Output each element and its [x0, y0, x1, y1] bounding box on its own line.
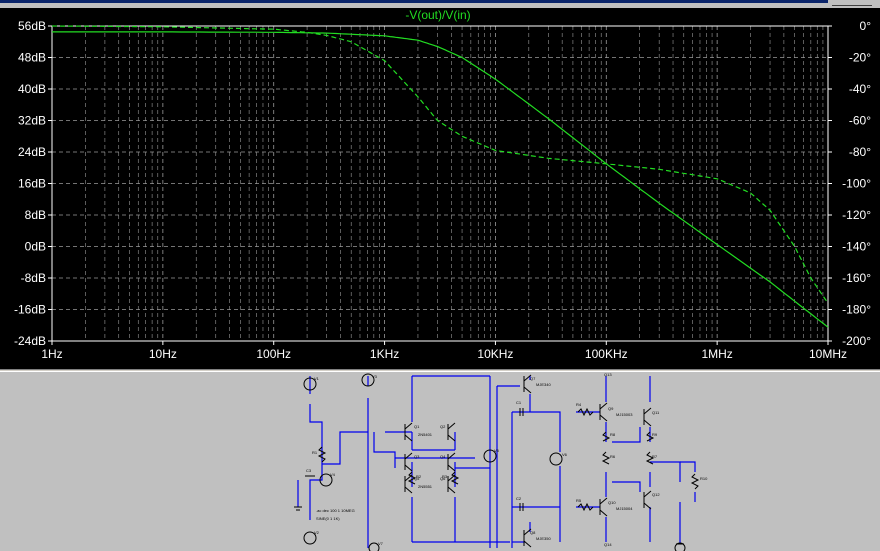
schematic-label: R8 — [610, 432, 616, 437]
y-right-tick-label: -20° — [849, 51, 871, 65]
schematic-label: Q12 — [652, 492, 660, 497]
schematic-label: MJE340 — [536, 382, 551, 387]
schematic-label: Q8 — [530, 530, 536, 535]
schematic-label: R9 — [652, 432, 658, 437]
schematic-canvas[interactable]: V1V2V3V4V5V6V7Q1Q2Q3Q4Q5Q6Q7Q8Q9Q10Q11Q1… — [0, 372, 880, 551]
window-controls-fragment[interactable] — [832, 0, 872, 6]
y-right-tick-label: 0° — [860, 19, 872, 33]
schematic-label: Q4 — [440, 454, 446, 459]
y-left-tick-label: 48dB — [18, 51, 46, 65]
schematic-label: Q1 — [414, 424, 420, 429]
schematic-label: V6 — [562, 452, 568, 457]
schematic-label: V5 — [494, 448, 500, 453]
schematic-label: .ac dec 100 1 10MEG — [316, 508, 355, 513]
plot-traces — [51, 25, 829, 328]
x-tick-label: 1MHz — [701, 347, 732, 361]
schematic-label: C3 — [306, 468, 312, 473]
schematic-components — [294, 373, 700, 551]
schematic-label: SINE(0 1 1K) — [316, 516, 340, 521]
x-tick-label: 1KHz — [370, 347, 399, 361]
x-tick-label: 10KHz — [477, 347, 513, 361]
schematic-label: 2N5551 — [418, 484, 433, 489]
schematic-label: C2 — [516, 496, 522, 501]
y-right-axis-ticks: 0° -20° -40° -60° -80° -100° -120° -140° -160° -1… — [828, 19, 871, 348]
title-bar-fragment — [0, 0, 828, 3]
y-right-tick-label: -100° — [842, 177, 871, 191]
x-axis-ticks: 1Hz 10Hz 100Hz 1KHz 10KHz 100KHz 1MHz 10MHz — [41, 341, 847, 361]
schematic-label: R1 — [312, 450, 318, 455]
y-left-tick-label: -16dB — [14, 303, 46, 317]
y-left-tick-label: -24dB — [14, 334, 46, 348]
y-left-tick-label: 24dB — [18, 145, 46, 159]
y-right-tick-label: -200° — [842, 334, 871, 348]
schematic-label: Q11 — [652, 410, 660, 415]
bode-plot[interactable]: -V(out)/V(in) 1Hz 10Hz 100Hz 1KHz 10KHz 100KH… — [0, 8, 880, 369]
schematic-label: Q13 — [604, 372, 612, 377]
schematic-label: MJE350 — [536, 536, 551, 541]
schematic-wires — [297, 375, 696, 548]
schematic-label: R3 — [442, 474, 448, 479]
schematic-label: R10 — [700, 476, 708, 481]
y-left-tick-label: 0dB — [25, 240, 46, 254]
y-right-tick-label: -60° — [849, 114, 871, 128]
schematic-label: MJ15003 — [616, 412, 633, 417]
schematic-label: V7 — [378, 541, 384, 546]
schematic-label: V1 — [314, 376, 320, 381]
y-left-tick-label: 56dB — [18, 19, 46, 33]
x-tick-label: 1Hz — [41, 347, 62, 361]
y-right-tick-label: -40° — [849, 82, 871, 96]
schematic-label: MJ15004 — [616, 506, 633, 511]
plot-background — [0, 8, 880, 369]
schematic-label: V4 — [330, 472, 336, 477]
y-right-tick-label: -120° — [842, 208, 871, 222]
y-left-tick-label: 8dB — [25, 208, 46, 222]
y-right-tick-label: -80° — [849, 145, 871, 159]
schematic-label: 2N5401 — [418, 432, 433, 437]
schematic-label: Q14 — [604, 542, 612, 547]
schematic-label: Q6 — [440, 476, 446, 481]
schematic-label: R4 — [576, 402, 582, 407]
y-left-axis-ticks: 56dB 48dB 40dB 32dB 24dB 16dB 8dB 0dB -8dB -16dB -… — [14, 19, 52, 348]
waveform-viewer[interactable]: -V(out)/V(in) 1Hz 10Hz 100Hz 1KHz 10KHz 100KH… — [0, 8, 880, 369]
schematic-label: Q9 — [608, 406, 614, 411]
window-title-strip — [0, 0, 880, 8]
pane-divider[interactable] — [0, 369, 880, 372]
schematic-label: R7 — [652, 454, 658, 459]
phase-trace[interactable] — [51, 25, 829, 304]
schematic-label: Q10 — [608, 500, 616, 505]
y-right-tick-label: -140° — [842, 240, 871, 254]
schematic-label: Q2 — [440, 424, 446, 429]
x-tick-label: 10MHz — [809, 347, 847, 361]
schematic-label: Q5 — [414, 476, 420, 481]
magnitude-trace[interactable] — [52, 31, 829, 328]
x-tick-label: 100KHz — [585, 347, 628, 361]
y-right-tick-label: -160° — [842, 271, 871, 285]
schematic-label: Q7 — [530, 376, 536, 381]
y-right-tick-label: -180° — [842, 303, 871, 317]
schematic-label: Q3 — [414, 454, 420, 459]
schematic-label: V3 — [372, 374, 378, 379]
schematic-label: R6 — [610, 454, 616, 459]
x-tick-label: 100Hz — [256, 347, 291, 361]
y-left-tick-label: 40dB — [18, 82, 46, 96]
schematic-label: R2 — [416, 474, 422, 479]
schematic-label: C1 — [516, 400, 522, 405]
schematic-label: V2 — [314, 530, 320, 535]
plot-grid — [52, 26, 828, 341]
y-left-tick-label: 32dB — [18, 114, 46, 128]
trace-title[interactable]: -V(out)/V(in) — [405, 8, 470, 22]
schematic-label: R5 — [576, 498, 582, 503]
x-tick-label: 10Hz — [149, 347, 177, 361]
y-left-tick-label: -8dB — [21, 271, 46, 285]
schematic-background — [0, 372, 880, 551]
y-left-tick-label: 16dB — [18, 177, 46, 191]
